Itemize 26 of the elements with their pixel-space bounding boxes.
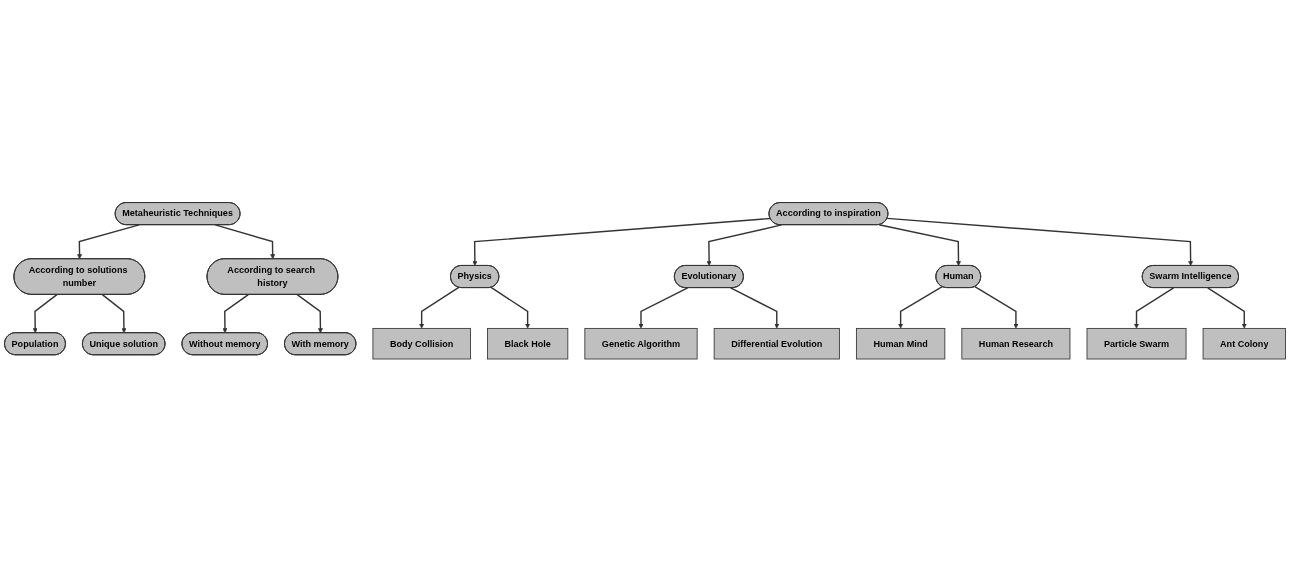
arrow — [1134, 286, 1175, 329]
node-box: Genetic Algorithm — [584, 327, 698, 360]
arrow — [886, 217, 1194, 266]
arrow — [878, 223, 961, 266]
arrow — [101, 293, 127, 333]
arrow — [472, 217, 772, 266]
arrow — [1207, 286, 1247, 329]
node-box: Particle Swarm — [1086, 327, 1187, 360]
arrow — [77, 223, 140, 259]
arrow — [638, 286, 689, 329]
arrow — [214, 223, 276, 259]
node-box: Human Research — [961, 327, 1071, 360]
arrow — [32, 293, 58, 333]
arrow — [419, 286, 460, 329]
node-box: Body Collision — [372, 327, 471, 360]
node-box: Human Mind — [855, 327, 946, 360]
arrow — [974, 285, 1019, 329]
arrow — [490, 286, 531, 329]
arrow — [730, 286, 780, 329]
arrow — [222, 293, 249, 333]
node-box: Black Hole — [487, 327, 569, 360]
node-box: Ant Colony — [1202, 327, 1286, 360]
arrow — [296, 293, 323, 333]
arrow — [706, 223, 783, 266]
node-box: Differential Evolution — [713, 327, 840, 360]
arrow — [898, 285, 943, 329]
